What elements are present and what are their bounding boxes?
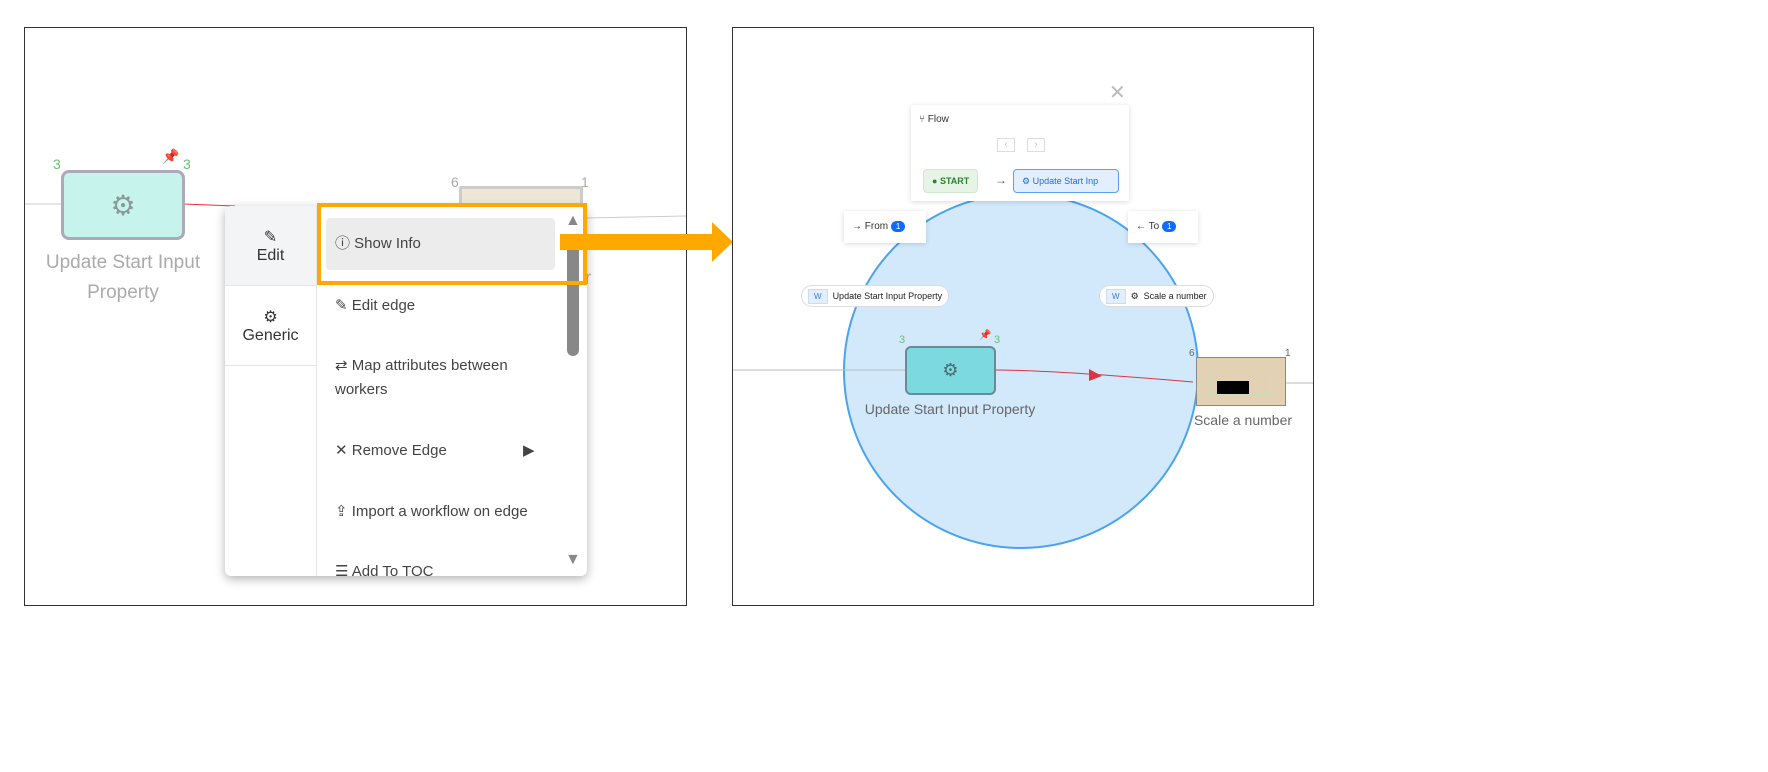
scroll-thumb[interactable] (567, 236, 579, 356)
pin-icon[interactable]: 📌 (162, 148, 180, 164)
edges (25, 203, 686, 219)
arrow-right-icon: → (852, 221, 865, 232)
info-icon: ⓘ (335, 235, 355, 252)
label: Map attributes between workers (335, 357, 508, 398)
menu-item-map-attributes[interactable]: ⇄ Map attributes between workers (335, 354, 535, 402)
tab-edit[interactable]: ✎Edit (225, 206, 316, 286)
edge-selected (994, 369, 1194, 383)
close-icon[interactable]: ✕ (1109, 82, 1126, 104)
arrow-icon (560, 222, 733, 262)
from-button[interactable]: → From 1 (844, 211, 926, 243)
label: Flow (927, 114, 949, 125)
in-count: 3 (899, 334, 906, 346)
upload-icon: ⇪ (335, 503, 352, 520)
gear-icon: ⚙ (263, 308, 278, 326)
scrollbar[interactable]: ▲ ▼ (558, 206, 587, 576)
gear-icon: ⚙ (1022, 176, 1033, 186)
worker-badge: W (1106, 288, 1126, 304)
left-panel-graph-canvas[interactable]: 3 📌 3 ⚙ Update Start Input Property 6 1 … (24, 27, 687, 606)
flow-card: ⑂ Flow ‹ › ● START → ⚙ Update Start Inp (911, 105, 1129, 201)
arrow-left-icon: ← (1136, 221, 1149, 232)
worker-node[interactable]: ⚙ (61, 170, 185, 240)
worker-node[interactable]: ⚙ (905, 346, 996, 395)
to-count: 1 (1161, 221, 1177, 232)
label: To (1148, 221, 1160, 232)
from-worker-pill[interactable]: W Update Start Input Property (801, 285, 950, 307)
tab-label: Edit (256, 246, 285, 264)
highlight-box (317, 203, 587, 285)
menu-item-import-workflow[interactable]: ⇪ Import a workflow on edge (335, 500, 555, 524)
in-count: 3 (53, 156, 61, 172)
target-node-preview (1217, 380, 1249, 394)
x-icon: ✕ (335, 442, 352, 459)
node-label: Update Start Input Property (864, 401, 1036, 417)
label: START (939, 176, 970, 186)
out-count: 3 (183, 156, 191, 172)
right-panel-edge-info: ✕ ⑂ Flow ‹ › ● START → ⚙ Update Start In… (732, 27, 1314, 606)
to-button[interactable]: ← To 1 (1128, 211, 1198, 243)
target-label: Scale a number (1193, 412, 1293, 428)
prev-button[interactable]: ‹ (997, 138, 1015, 152)
target-in-count: 6 (451, 174, 459, 190)
target-out-count: 1 (581, 174, 589, 190)
menu-item-show-info-label[interactable]: ⓘ Show Info (335, 232, 555, 256)
target-label-fragment: r (585, 268, 592, 289)
tab-label: Generic (242, 326, 299, 344)
menu-item-show-info[interactable] (326, 218, 555, 270)
edit-icon: ✎ (335, 297, 352, 314)
menu-item-remove-edge[interactable]: ✕ Remove Edge ▶ (335, 439, 555, 463)
play-icon[interactable]: ▶ (523, 442, 535, 459)
menu-item-edit-edge[interactable]: ✎ Edit edge (335, 294, 555, 318)
branch-icon: ⑂ (919, 114, 928, 125)
pin-icon[interactable]: 📌 (979, 330, 992, 341)
context-menu: ✎Edit ⚙Generic ⓘ Show Info ✎ Edit edge ⇄… (225, 206, 587, 576)
worker-badge: W (808, 288, 828, 304)
gear-icon: ⚙ (942, 360, 959, 380)
start-chip[interactable]: ● START (923, 169, 979, 193)
next-button[interactable]: › (1027, 138, 1045, 152)
focus-circle (843, 193, 1199, 549)
edge-arrowhead (1089, 369, 1102, 381)
tab-generic[interactable]: ⚙Generic (225, 286, 316, 366)
label: Scale a number (1143, 291, 1207, 301)
menu-item-add-toc[interactable]: ☰ Add To TOC (335, 560, 555, 576)
target-in-count: 6 (1189, 348, 1195, 359)
arrow-right-icon: → (995, 173, 1007, 187)
label: Import a workflow on edge (351, 503, 528, 520)
out-count: 3 (994, 334, 1001, 346)
label: Remove Edge (351, 442, 447, 459)
edit-icon: ✎ (263, 228, 278, 246)
label: Edit edge (351, 297, 416, 314)
edge-selected (183, 203, 236, 207)
target-node[interactable] (1196, 357, 1286, 406)
gear-icon: ⚙ (110, 189, 136, 221)
to-worker-pill[interactable]: W ⚙ Scale a number (1099, 285, 1214, 307)
label: Show Info (354, 235, 421, 252)
label: Update Start Input Property (832, 291, 943, 301)
current-worker-chip[interactable]: ⚙ Update Start Inp (1013, 169, 1119, 193)
edge-outgoing (584, 215, 686, 219)
play-icon: ● (932, 176, 940, 186)
exchange-icon: ⇄ (335, 357, 352, 374)
list-icon: ☰ (335, 563, 352, 576)
label: Add To TOC (351, 563, 434, 576)
label: From (864, 221, 889, 232)
target-out-count: 1 (1285, 348, 1291, 359)
from-count: 1 (890, 221, 906, 232)
flow-title: ⑂ Flow (919, 114, 949, 125)
gear-icon: ⚙ (1130, 290, 1139, 301)
scroll-up-icon[interactable]: ▲ (565, 212, 581, 229)
node-label: Update Start Input Property (45, 252, 201, 303)
scroll-down-icon[interactable]: ▼ (565, 551, 581, 568)
label: Update Start Inp (1032, 176, 1099, 186)
